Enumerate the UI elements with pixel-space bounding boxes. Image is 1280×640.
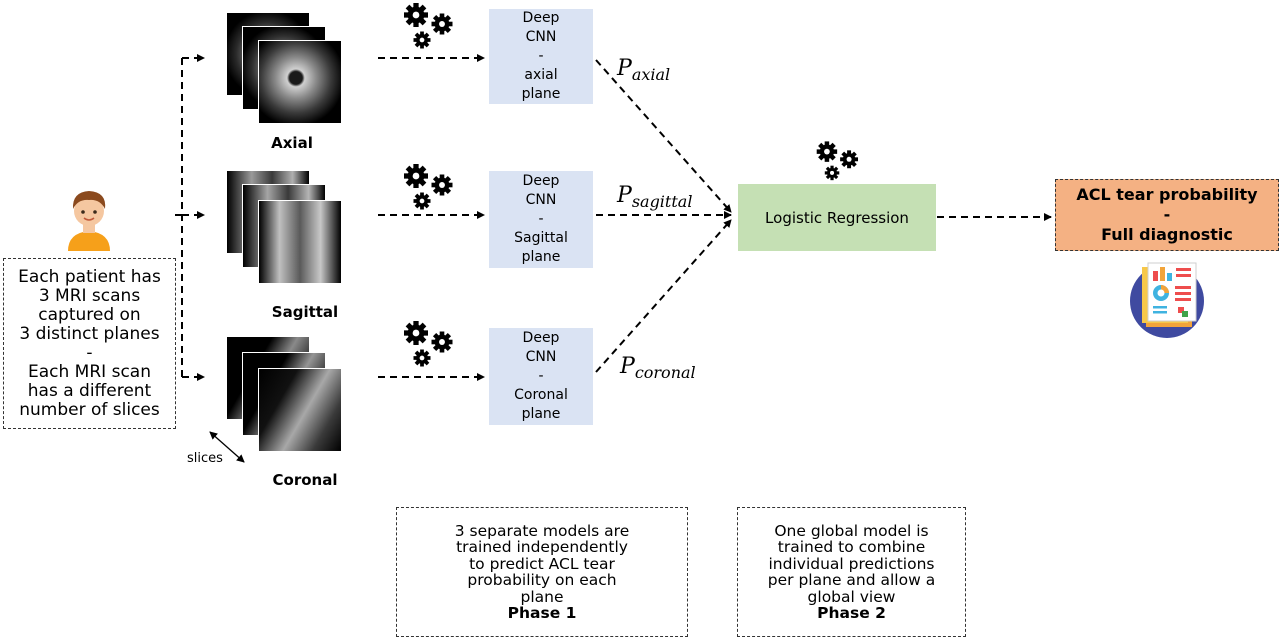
gears-icon: [815, 140, 861, 182]
patient-line: 3 MRI scans: [38, 285, 141, 306]
cnn-line: -: [538, 211, 544, 227]
cnn-line: CNN: [525, 29, 557, 45]
patient-description-box: Each patient has 3 MRI scans captured on…: [3, 258, 176, 429]
plane-label-sagittal: Sagittal: [271, 303, 339, 321]
phase1-line: probability on each: [467, 571, 617, 589]
phase1-line: 3 separate models are: [454, 521, 630, 540]
patient-line: Each MRI scan: [28, 361, 151, 382]
cnn-line: Coronal: [514, 387, 568, 403]
prob-label-sagittal: Psagittal: [617, 183, 692, 211]
phase2-line: One global model is: [774, 521, 929, 540]
medical-report-icon: [1130, 262, 1204, 338]
cnn-line: -: [538, 48, 544, 64]
prob-subscript: axial: [631, 65, 671, 84]
slices-double-arrow: [209, 431, 245, 463]
prob-subscript: coronal: [634, 363, 696, 382]
cnn-line: Deep: [522, 173, 560, 189]
cnn-line: Sagittal: [514, 230, 568, 246]
phase1-description-box: 3 separate models are trained independen…: [396, 507, 688, 637]
cnn-line: Deep: [522, 330, 560, 346]
patient-avatar-icon: [68, 191, 110, 251]
patient-line: captured on: [38, 304, 141, 325]
cnn-line: -: [538, 368, 544, 384]
output-line-2: -: [1163, 205, 1171, 224]
arrow-axial-to-lr: [595, 59, 732, 213]
logistic-regression-label: Logistic Regression: [765, 208, 909, 227]
mri-stack-axial: [226, 12, 346, 124]
cnn-box-axial: Deep CNN - axial plane: [489, 9, 593, 104]
cnn-line: CNN: [525, 192, 557, 208]
gears-icon: [402, 2, 456, 50]
prob-label-coronal: Pcoronal: [620, 354, 696, 382]
patient-line: has a different: [27, 380, 152, 401]
output-line-3: Full diagnostic: [1101, 225, 1233, 244]
plane-label-axial: Axial: [271, 134, 313, 152]
phase1-title: Phase 1: [507, 604, 577, 622]
patient-line: 3 distinct planes: [19, 323, 160, 344]
phase2-description-box: One global model is trained to combine i…: [737, 507, 966, 637]
cnn-line: plane: [521, 86, 561, 102]
prob-base: P: [620, 354, 635, 379]
cnn-box-sagittal: Deep CNN - Sagittal plane: [489, 171, 593, 268]
patient-line: number of slices: [19, 399, 160, 420]
prob-base: P: [617, 183, 632, 208]
arrow-coronal-to-lr: [595, 219, 732, 373]
phase1-line: trained independently: [456, 538, 628, 556]
patient-line: -: [86, 342, 93, 363]
gears-icon: [402, 163, 456, 211]
gears-icon: [402, 320, 456, 368]
patient-line: Each patient has: [18, 266, 161, 287]
cnn-line: CNN: [525, 349, 557, 365]
mri-stack-sagittal: [226, 170, 346, 290]
cnn-line: Deep: [522, 10, 560, 26]
phase2-line: trained to combine: [777, 538, 926, 556]
prob-label-axial: Paxial: [617, 56, 670, 84]
cnn-line: plane: [521, 406, 561, 422]
prob-base: P: [617, 56, 632, 81]
cnn-box-coronal: Deep CNN - Coronal plane: [489, 328, 593, 425]
output-box: ACL tear probability - Full diagnostic: [1055, 179, 1279, 251]
logistic-regression-box: Logistic Regression: [738, 184, 936, 251]
phase1-line: plane: [520, 587, 564, 606]
output-line-1: ACL tear probability: [1076, 185, 1258, 204]
cnn-line: plane: [521, 249, 561, 265]
phase2-title: Phase 2: [817, 604, 886, 622]
prob-subscript: sagittal: [631, 192, 693, 211]
phase2-line: individual predictions: [768, 554, 935, 573]
cnn-line: axial: [524, 67, 558, 83]
phase2-line: per plane and allow a: [767, 571, 936, 589]
plane-label-coronal: Coronal: [272, 471, 338, 489]
mri-stack-coronal: [226, 336, 346, 456]
slices-label: slices: [187, 451, 223, 466]
phase1-line: to predict ACL tear: [469, 554, 615, 573]
phase2-line: global view: [807, 587, 896, 606]
